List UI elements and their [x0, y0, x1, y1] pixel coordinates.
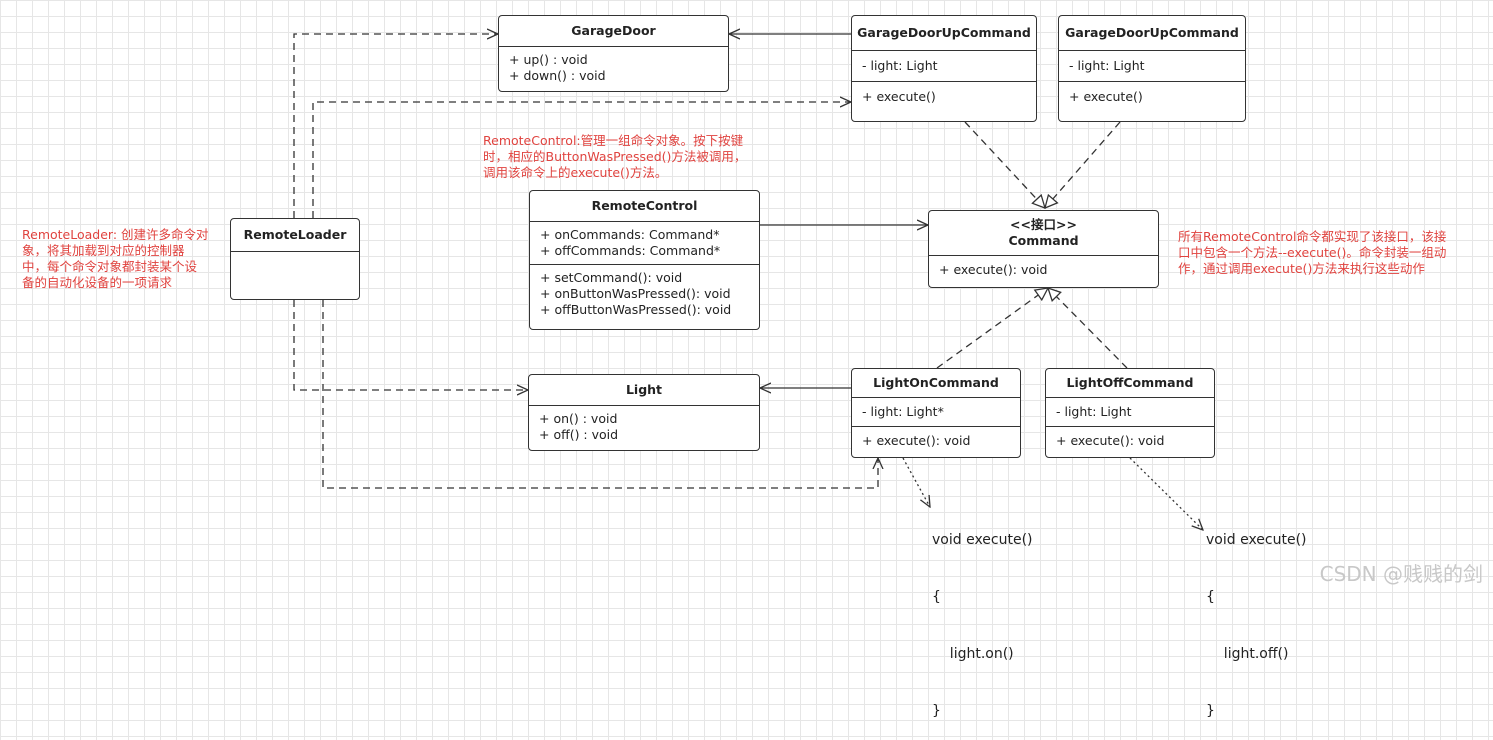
code-line: } [932, 703, 941, 719]
attributes-section: - light: Light [852, 50, 1036, 81]
code-light-off-execute: void execute() { light.off() } [1206, 493, 1307, 740]
note-line: 调用该命令上的execute()方法。 [483, 165, 668, 180]
class-name: GarageDoorUpCommand [1065, 25, 1239, 40]
class-remote-loader[interactable]: RemoteLoader [230, 218, 360, 300]
note-link-light-off [1129, 457, 1203, 530]
class-name: RemoteControl [591, 198, 698, 213]
attribute: - light: Light* [862, 404, 944, 419]
class-remote-control[interactable]: RemoteControl + onCommands: Command* + o… [529, 190, 760, 330]
methods-section: + execute(): void [852, 426, 1020, 455]
code-light-on-execute: void execute() { light.on() } [932, 493, 1033, 740]
methods-section: + execute() [852, 81, 1036, 112]
class-light[interactable]: Light + on() : void + off() : void [528, 374, 760, 451]
class-name: RemoteLoader [243, 227, 347, 242]
stereotype: <<接口>> [1010, 217, 1077, 232]
code-line: void execute() [1206, 532, 1307, 548]
note-line: 口中包含一个方法--execute()。命令封装一组动 [1178, 245, 1447, 260]
class-light-off-command[interactable]: LightOffCommand - light: Light + execute… [1045, 368, 1215, 458]
note-remote-control: RemoteControl:管理一组命令对象。按下按键 时，相应的ButtonW… [483, 133, 746, 181]
note-command: 所有RemoteControl命令都实现了该接口，该接 口中包含一个方法--ex… [1178, 229, 1446, 277]
attributes-section: + onCommands: Command* + offCommands: Co… [530, 221, 759, 264]
class-name: GarageDoorUpCommand [857, 25, 1031, 40]
class-garage-door[interactable]: GarageDoor + up() : void + down() : void [498, 15, 729, 92]
watermark: CSDN @贱贱的剑 [1319, 562, 1483, 586]
code-line: void execute() [932, 532, 1033, 548]
class-name: LightOffCommand [1066, 375, 1194, 390]
method: + execute(): void [939, 262, 1048, 277]
dep-loader-to-garage-door [293, 34, 498, 218]
method: + setCommand(): void [540, 270, 683, 285]
code-line: light.off() [1206, 646, 1289, 662]
methods-section: + execute(): void [1046, 426, 1214, 455]
class-name-block: <<接口>> Command [929, 211, 1158, 255]
dep-loader-to-garage-cmd [312, 102, 851, 218]
class-command-interface[interactable]: <<接口>> Command + execute(): void [928, 210, 1159, 288]
class-garage-door-up-command-2[interactable]: GarageDoorUpCommand - light: Light + exe… [1058, 15, 1246, 122]
note-line: 中，每个命令对象都封装某个设 [22, 259, 198, 274]
realize-light-off [1048, 288, 1128, 369]
realize-garage-up-2 [1045, 121, 1121, 208]
methods-section: + up() : void + down() : void [499, 46, 728, 89]
note-line: 作，通过调用execute()方法来执行这些动作 [1178, 261, 1425, 276]
code-line: { [932, 589, 941, 605]
attribute: - light: Light [1069, 58, 1145, 73]
attribute: + offCommands: Command* [540, 243, 721, 258]
attribute: + onCommands: Command* [540, 227, 720, 242]
attribute: - light: Light [862, 58, 938, 73]
method: + offButtonWasPressed(): void [540, 302, 732, 317]
note-link-light-on [902, 457, 930, 507]
method: + execute(): void [862, 433, 971, 448]
attributes-section: - light: Light* [852, 397, 1020, 426]
method: + on() : void [539, 411, 618, 426]
methods-section: + execute() [1059, 81, 1245, 112]
realize-light-on [936, 288, 1048, 369]
methods-section: + setCommand(): void + onButtonWasPresse… [530, 264, 759, 323]
code-line: light.on() [932, 646, 1014, 662]
class-garage-door-up-command-1[interactable]: GarageDoorUpCommand - light: Light + exe… [851, 15, 1037, 122]
method: + off() : void [539, 427, 619, 442]
method: + onButtonWasPressed(): void [540, 286, 731, 301]
realize-garage-up-1 [964, 121, 1045, 208]
code-line: { [1206, 589, 1215, 605]
note-line: 象，将其加载到对应的控制器 [22, 243, 185, 258]
method: + down() : void [509, 68, 606, 83]
attributes-section: - light: Light [1059, 50, 1245, 81]
attribute: - light: Light [1056, 404, 1132, 419]
class-name: Command [1008, 233, 1079, 248]
class-name: GarageDoor [571, 23, 656, 38]
class-light-on-command[interactable]: LightOnCommand - light: Light* + execute… [851, 368, 1021, 458]
note-line: 备的自动化设备的一项请求 [22, 275, 173, 290]
note-line: 时，相应的ButtonWasPressed()方法被调用， [483, 149, 747, 164]
note-remote-loader: RemoteLoader: 创建许多命令对 象，将其加载到对应的控制器 中，每个… [22, 227, 209, 291]
code-line: } [1206, 703, 1215, 719]
method: + execute(): void [1056, 433, 1165, 448]
connectors [293, 0, 1493, 595]
method: + up() : void [509, 52, 588, 67]
note-line: RemoteControl:管理一组命令对象。按下按键 [483, 133, 744, 148]
class-name: LightOnCommand [873, 375, 999, 390]
note-line: 所有RemoteControl命令都实现了该接口，该接 [1178, 229, 1447, 244]
dep-loader-to-light-on [322, 300, 878, 489]
class-name: Light [625, 382, 663, 397]
note-line: RemoteLoader: 创建许多命令对 [22, 227, 209, 242]
attributes-section: - light: Light [1046, 397, 1214, 426]
methods-section: + execute(): void [929, 255, 1158, 284]
method: + execute() [862, 89, 936, 104]
methods-section: + on() : void + off() : void [529, 405, 759, 448]
dep-loader-to-light [293, 300, 528, 390]
empty-section [231, 251, 359, 295]
method: + execute() [1069, 89, 1143, 104]
